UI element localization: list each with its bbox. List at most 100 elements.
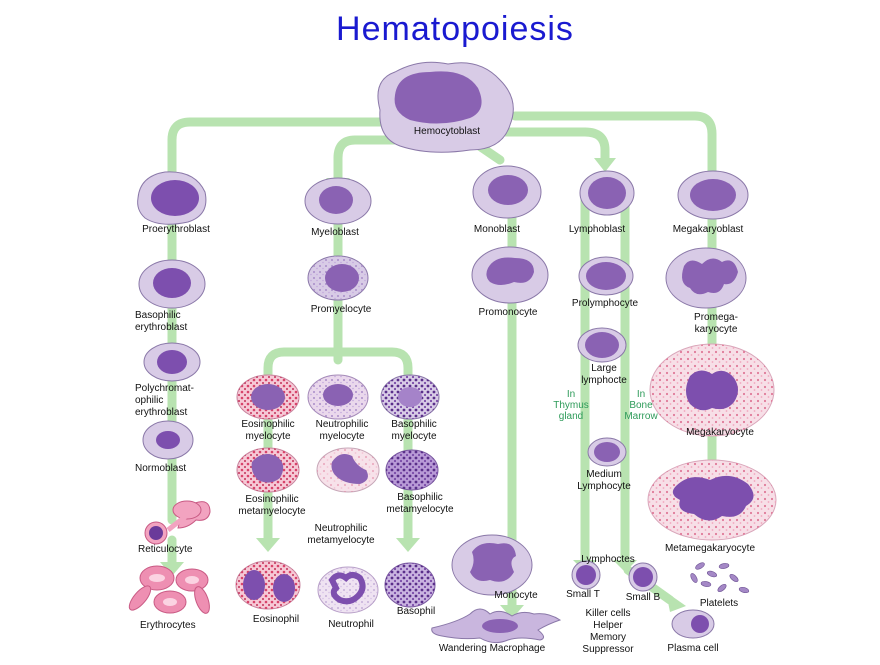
label-prolymphocyte: Prolymphocyte — [572, 298, 639, 309]
label-in-thymus-1: In — [567, 389, 575, 400]
label-basophilic-metamyelocyte-2: metamyelocyte — [386, 504, 454, 515]
arrowhead-erythrocytes — [160, 562, 184, 576]
label-platelets: Platelets — [700, 598, 738, 609]
eosinophilic-myelocyte-cell — [236, 374, 300, 420]
label-memory: Memory — [590, 632, 626, 643]
eosinophilic-metamyelocyte-cell — [236, 447, 300, 493]
plasma-cell — [671, 609, 715, 639]
label-killer-cells: Killer cells — [585, 608, 630, 619]
label-medium-lymphocyte-1: Medium — [586, 469, 622, 480]
neutrophilic-metamyelocyte-cell — [316, 447, 380, 493]
basophil-cell — [384, 562, 436, 608]
label-wandering-macrophage: Wandering Macrophage — [439, 643, 546, 654]
page-title: Hematopoiesis — [336, 10, 574, 48]
label-basophilic-myelocyte-2: myelocyte — [391, 431, 436, 442]
label-promegakaryocyte-1: Promega- — [694, 312, 738, 323]
arrowhead-lymphoid — [594, 158, 616, 172]
label-in-bone-marrow-1: In — [637, 389, 645, 400]
label-neutrophilic-metamyelocyte-2: metamyelocyte — [307, 535, 375, 546]
label-reticulocyte: Reticulocyte — [138, 544, 193, 555]
label-metamegakaryocyte: Metamegakaryocyte — [665, 543, 755, 554]
label-eosinophil: Eosinophil — [253, 614, 299, 625]
arrow-to-myeloid — [333, 135, 415, 183]
erythrocytes-cells — [128, 565, 210, 614]
label-basophilic-erythroblast-1: Basophilic — [135, 310, 181, 321]
hemocytoblast-cell — [377, 61, 514, 153]
prolymphocyte-cell — [578, 256, 634, 296]
label-medium-lymphocyte-2: Lymphocyte — [577, 481, 631, 492]
label-polychromatophilic-3: erythroblast — [135, 407, 187, 418]
label-neutrophilic-myelocyte-2: myelocyte — [319, 431, 364, 442]
label-myeloblast: Myeloblast — [311, 227, 359, 238]
myeloid-branch — [263, 347, 413, 383]
basophilic-myelocyte-cell — [380, 374, 440, 420]
arrowhead-eosinophil — [256, 538, 280, 552]
label-eosinophilic-myelocyte-1: Eosinophilic — [241, 419, 294, 430]
label-small-b: Small B — [626, 592, 661, 603]
label-eosinophilic-myelocyte-2: myelocyte — [245, 431, 290, 442]
label-promyelocyte: Promyelocyte — [311, 304, 372, 315]
label-megakaryocyte: Megakaryocyte — [686, 427, 754, 438]
arrowhead-plasma — [666, 592, 686, 612]
label-promonocyte: Promonocyte — [479, 307, 538, 318]
label-neutrophilic-metamyelocyte-1: Neutrophilic — [315, 523, 368, 534]
label-in-bone-marrow-3: Marrow — [624, 411, 658, 422]
label-lymphocytes: Lymphoctes — [581, 554, 635, 565]
arrowhead-macrophage — [500, 605, 524, 619]
medium-lymphocyte-cell — [587, 437, 627, 467]
eosinophil-cell — [235, 560, 301, 610]
promonocyte-cell — [471, 246, 549, 304]
label-basophilic-myelocyte-1: Basophilic — [391, 419, 437, 430]
label-basophilic-metamyelocyte-1: Basophilic — [397, 492, 443, 503]
neutrophil-cell — [317, 566, 379, 614]
arrow-to-megakaryocytic — [510, 111, 717, 183]
label-hemocytoblast: Hemocytoblast — [414, 126, 480, 137]
monocyte-cell — [451, 534, 533, 596]
label-erythrocytes: Erythrocytes — [140, 620, 196, 631]
label-polychromatophilic-2: ophilic — [135, 395, 163, 406]
arrowhead-basophil — [396, 538, 420, 552]
label-in-thymus-2: Thymus — [553, 400, 589, 411]
basophilic-erythroblast-cell — [138, 259, 206, 309]
label-small-t: Small T — [566, 589, 600, 600]
platelets-cells — [690, 562, 750, 594]
label-lymphoblast: Lymphoblast — [569, 224, 626, 235]
wandering-macrophage-cell — [431, 608, 562, 644]
polychromatophilic-erythroblast-cell — [143, 342, 201, 382]
promegakaryocyte-cell — [665, 247, 747, 309]
label-proerythroblast: Proerythroblast — [142, 224, 210, 235]
megakaryocyte-cell — [649, 343, 775, 437]
label-normoblast: Normoblast — [135, 463, 186, 474]
label-basophil: Basophil — [397, 606, 435, 617]
label-promegakaryocyte-2: karyocyte — [695, 324, 738, 335]
small-b-lymphocyte-cell — [628, 562, 658, 592]
label-megakaryoblast: Megakaryoblast — [673, 224, 744, 235]
arrow-to-lymphoid — [495, 127, 610, 165]
label-in-thymus-3: gland — [559, 411, 583, 422]
small-t-lymphocyte-cell — [571, 560, 601, 590]
myeloblast-cell — [304, 177, 372, 225]
label-eosinophilic-metamyelocyte-2: metamyelocyte — [238, 506, 306, 517]
promyelocyte-cell — [307, 255, 369, 301]
basophilic-metamyelocyte-cell — [385, 449, 439, 491]
label-suppressor: Suppressor — [582, 644, 634, 655]
label-helper: Helper — [593, 620, 623, 631]
cell-labels: Hemocytoblast Proerythroblast Basophilic… — [135, 126, 755, 655]
label-monoblast: Monoblast — [474, 224, 520, 235]
monoblast-cell — [472, 165, 542, 219]
lymphoblast-cell — [579, 170, 635, 216]
metamegakaryocyte-cell — [647, 459, 777, 541]
arrowhead-small-b — [613, 560, 637, 572]
neutrophilic-myelocyte-cell — [307, 374, 369, 420]
label-neutrophil: Neutrophil — [328, 619, 374, 630]
reticulocyte-cell — [144, 500, 211, 545]
large-lymphocyte-cell — [577, 327, 627, 363]
label-basophilic-erythroblast-2: erythroblast — [135, 322, 187, 333]
label-plasma-cell: Plasma cell — [667, 643, 718, 654]
proerythroblast-cell — [137, 171, 207, 225]
label-neutrophilic-myelocyte-1: Neutrophilic — [316, 419, 369, 430]
label-large-lymphocyte-2: lymphocte — [581, 375, 627, 386]
label-eosinophilic-metamyelocyte-1: Eosinophilic — [245, 494, 298, 505]
